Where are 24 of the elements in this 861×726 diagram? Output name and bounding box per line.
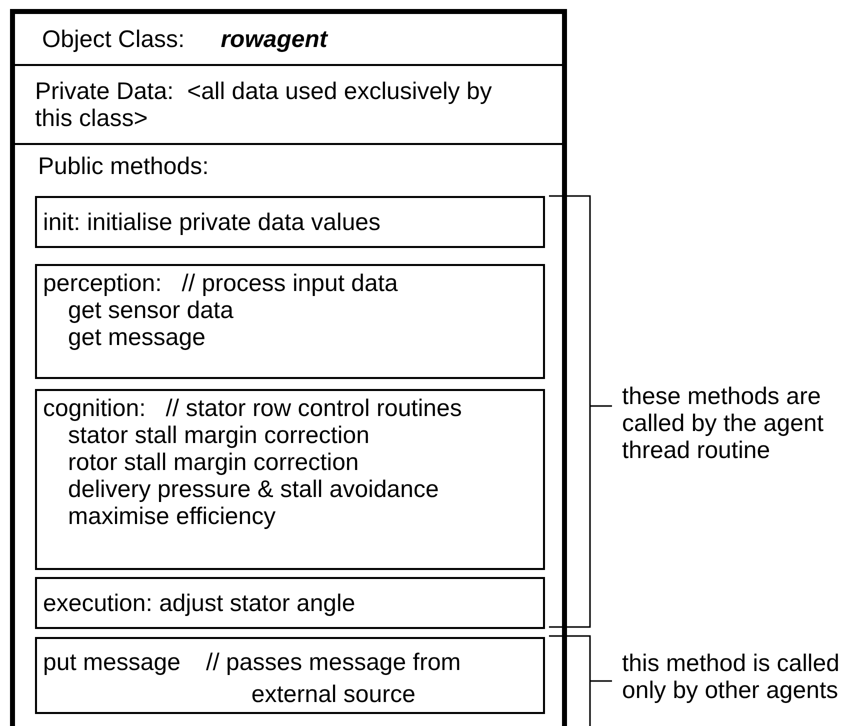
annotation-text: these methods are called by the agent thread routine [622,383,824,464]
annotation-text: this method is called only by other agents [622,650,840,704]
method-text: put message [43,648,180,678]
method-step-text: delivery pressure & stall avoidance [67,476,440,503]
method-step-text: get message [67,324,206,351]
method-box [35,264,545,379]
class-name: rowagent [220,26,328,52]
method-text: init: initialise private data values [43,208,381,236]
class-box [10,9,567,726]
method-box [35,637,545,714]
code-comment: // passes message from external source [205,648,462,710]
private-data-text: Private Data: <all data used exclusively by this class> [35,78,493,132]
method-box [35,577,545,629]
method-text: perception: // process input data [43,270,399,297]
compartment-title: Public methods: [38,153,210,180]
method-text: execution: adjust stator angle [43,590,356,616]
method-box [35,196,545,248]
method-step-text: get sensor data [67,297,234,324]
method-step-text: stator stall margin correction [67,422,370,449]
method-step-text: maximise efficiency [67,503,277,530]
method-box [35,389,545,570]
compartment-title: Object Class: [42,26,185,52]
method-step-text: rotor stall margin correction [67,449,360,476]
method-text: cognition: // stator row control routines [43,395,463,422]
